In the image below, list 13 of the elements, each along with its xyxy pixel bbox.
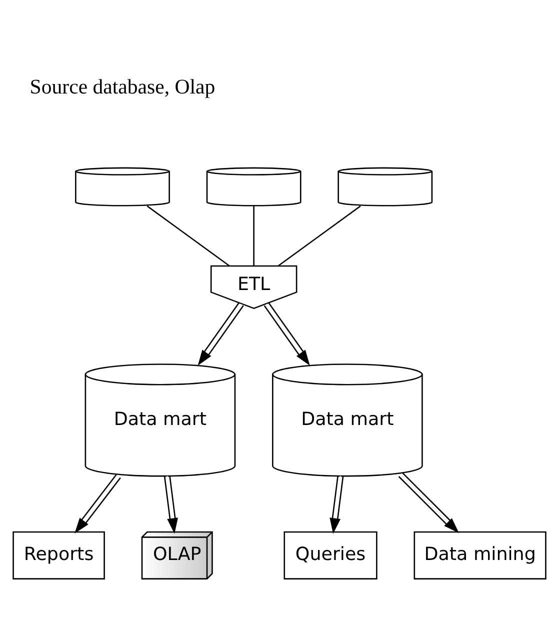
arrow [74, 474, 121, 533]
node-box: Reports [12, 530, 105, 579]
node-box: Queries [284, 530, 378, 579]
arrow [330, 475, 344, 534]
label: Source database, Olap [30, 75, 216, 98]
connector [278, 205, 361, 266]
connector [146, 205, 230, 266]
node-box: Data mining [414, 530, 546, 579]
arrow [198, 302, 244, 366]
arrow [164, 475, 178, 534]
connector [253, 206, 254, 266]
arrow [398, 472, 460, 533]
arrow [264, 302, 310, 366]
